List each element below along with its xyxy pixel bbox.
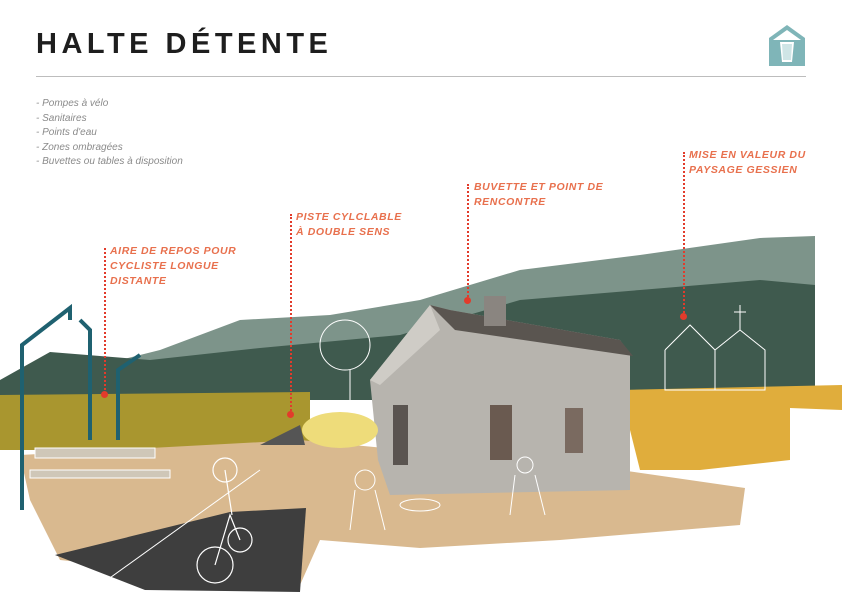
label-line: AIRE DE REPOS POUR [110, 245, 237, 257]
leader-line [683, 152, 685, 316]
leader-line [104, 248, 106, 394]
page-title: HALTE DÉTENTE [36, 28, 333, 60]
tree-sketch [319, 319, 371, 420]
feature-item: - Pompes à vélo [36, 98, 109, 109]
marker-dot [101, 391, 108, 398]
marker-dot [464, 297, 471, 304]
label-line: CYCLISTE LONGUE [110, 260, 219, 272]
cyclist-sketch [196, 457, 253, 584]
annotation-bike-path: PISTE CYLCLABLE À DOUBLE SENS [296, 210, 402, 240]
annotation-rest-area: AIRE DE REPOS POUR CYCLISTE LONGUE DISTA… [110, 244, 236, 289]
marker-dot [680, 313, 687, 320]
road-far [260, 425, 305, 445]
annotation-refreshment: BUVETTE ET POINT DE RENCONTRE [474, 180, 603, 210]
annotation-landscape: MISE EN VALEUR DU PAYSAGE GESSIEN [689, 148, 806, 178]
label-line: PISTE CYLCLABLE [296, 211, 402, 223]
marker-dot [287, 411, 294, 418]
feature-item: - Points d'eau [36, 127, 97, 138]
label-line: BUVETTE ET POINT DE [474, 181, 604, 193]
feature-item: - Buvettes ou tables à disposition [36, 156, 183, 167]
label-line: DISTANTE [110, 275, 167, 287]
terrace-sketch [349, 456, 546, 531]
house [370, 296, 633, 495]
church-sketch [664, 305, 766, 391]
picnic-table [29, 447, 171, 479]
bike-shelter [20, 303, 142, 510]
label-line: MISE EN VALEUR DU [689, 149, 806, 161]
hedge [302, 412, 378, 448]
leader-line [467, 184, 469, 300]
label-line: À DOUBLE SENS [296, 226, 391, 238]
yellow-field-left [0, 392, 310, 450]
label-line: PAYSAGE GESSIEN [689, 164, 798, 176]
yellow-field-right [620, 385, 842, 470]
feature-item: - Zones ombragées [36, 141, 123, 153]
label-line: RENCONTRE [474, 196, 546, 208]
shelter-glass-icon [769, 25, 805, 66]
title-divider [36, 76, 806, 77]
feature-item: - Sanitaires [36, 112, 87, 124]
leader-line [290, 214, 292, 414]
feature-list: - Pompes à vélo - Sanitaires - Points d'… [36, 97, 183, 170]
